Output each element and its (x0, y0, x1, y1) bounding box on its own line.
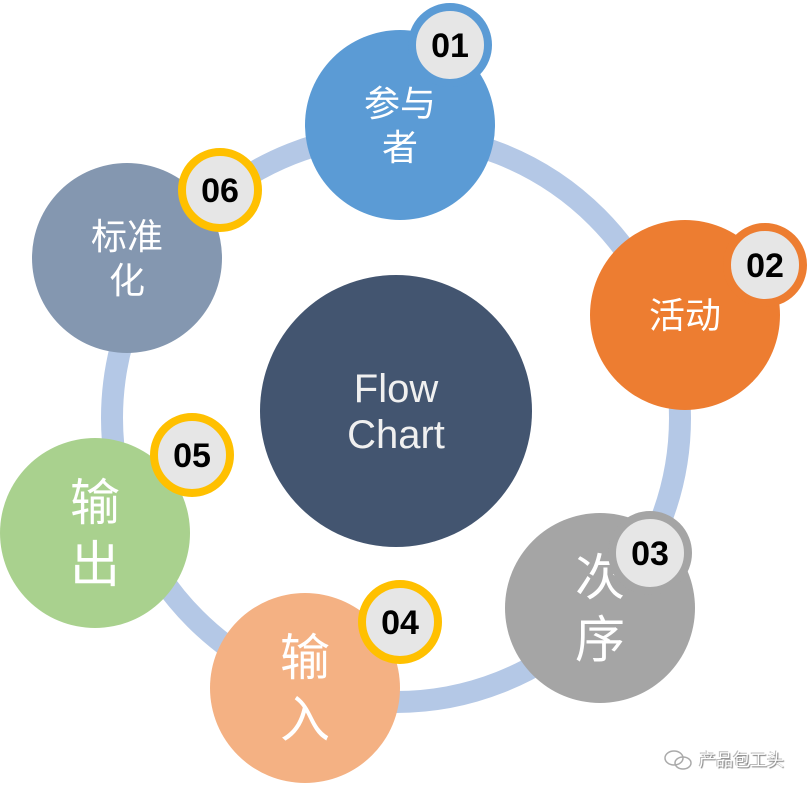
watermark: 产品包工头 (663, 746, 784, 771)
step-node-02: 活动 02 (590, 220, 807, 410)
step-badge (150, 413, 234, 497)
step-node-01: 参与者 01 (305, 3, 495, 220)
step-number: 02 (746, 247, 784, 285)
step-badge (608, 511, 692, 595)
step-node-04: 输入 04 (210, 580, 442, 783)
step-badge (178, 148, 262, 232)
step-node-05: 输出 05 (0, 413, 234, 628)
center-node: Flow Chart (260, 275, 532, 547)
step-label-line: 出 (70, 536, 120, 594)
step-badge (723, 223, 807, 307)
center-label-line-1: Flow (354, 367, 439, 411)
step-label-line: 化 (109, 261, 145, 302)
step-label-line: 者 (382, 128, 418, 169)
step-label-line: 入 (280, 691, 330, 749)
step-badge (408, 3, 492, 87)
step-label-line: 输 (70, 474, 120, 532)
step-circle (32, 163, 222, 353)
step-number: 03 (631, 535, 669, 573)
step-label-line: 输 (280, 629, 330, 687)
center-circle (260, 275, 532, 547)
step-circle (210, 593, 400, 783)
step-label-line: 标准 (91, 217, 163, 258)
wechat-icon (663, 749, 693, 770)
step-badge (358, 580, 442, 664)
step-number: 01 (431, 27, 469, 65)
step-number: 04 (381, 604, 419, 642)
step-node-06: 标准化 06 (32, 148, 262, 353)
center-label-line-2: Chart (347, 413, 445, 457)
step-label-line: 序 (575, 611, 625, 669)
step-number: 06 (201, 172, 239, 210)
watermark-text: 产品包工头 (699, 751, 784, 771)
step-label-line: 参与 (364, 84, 436, 125)
step-circle (0, 438, 190, 628)
step-label-line: 活动 (649, 296, 721, 337)
step-number: 05 (173, 437, 211, 475)
